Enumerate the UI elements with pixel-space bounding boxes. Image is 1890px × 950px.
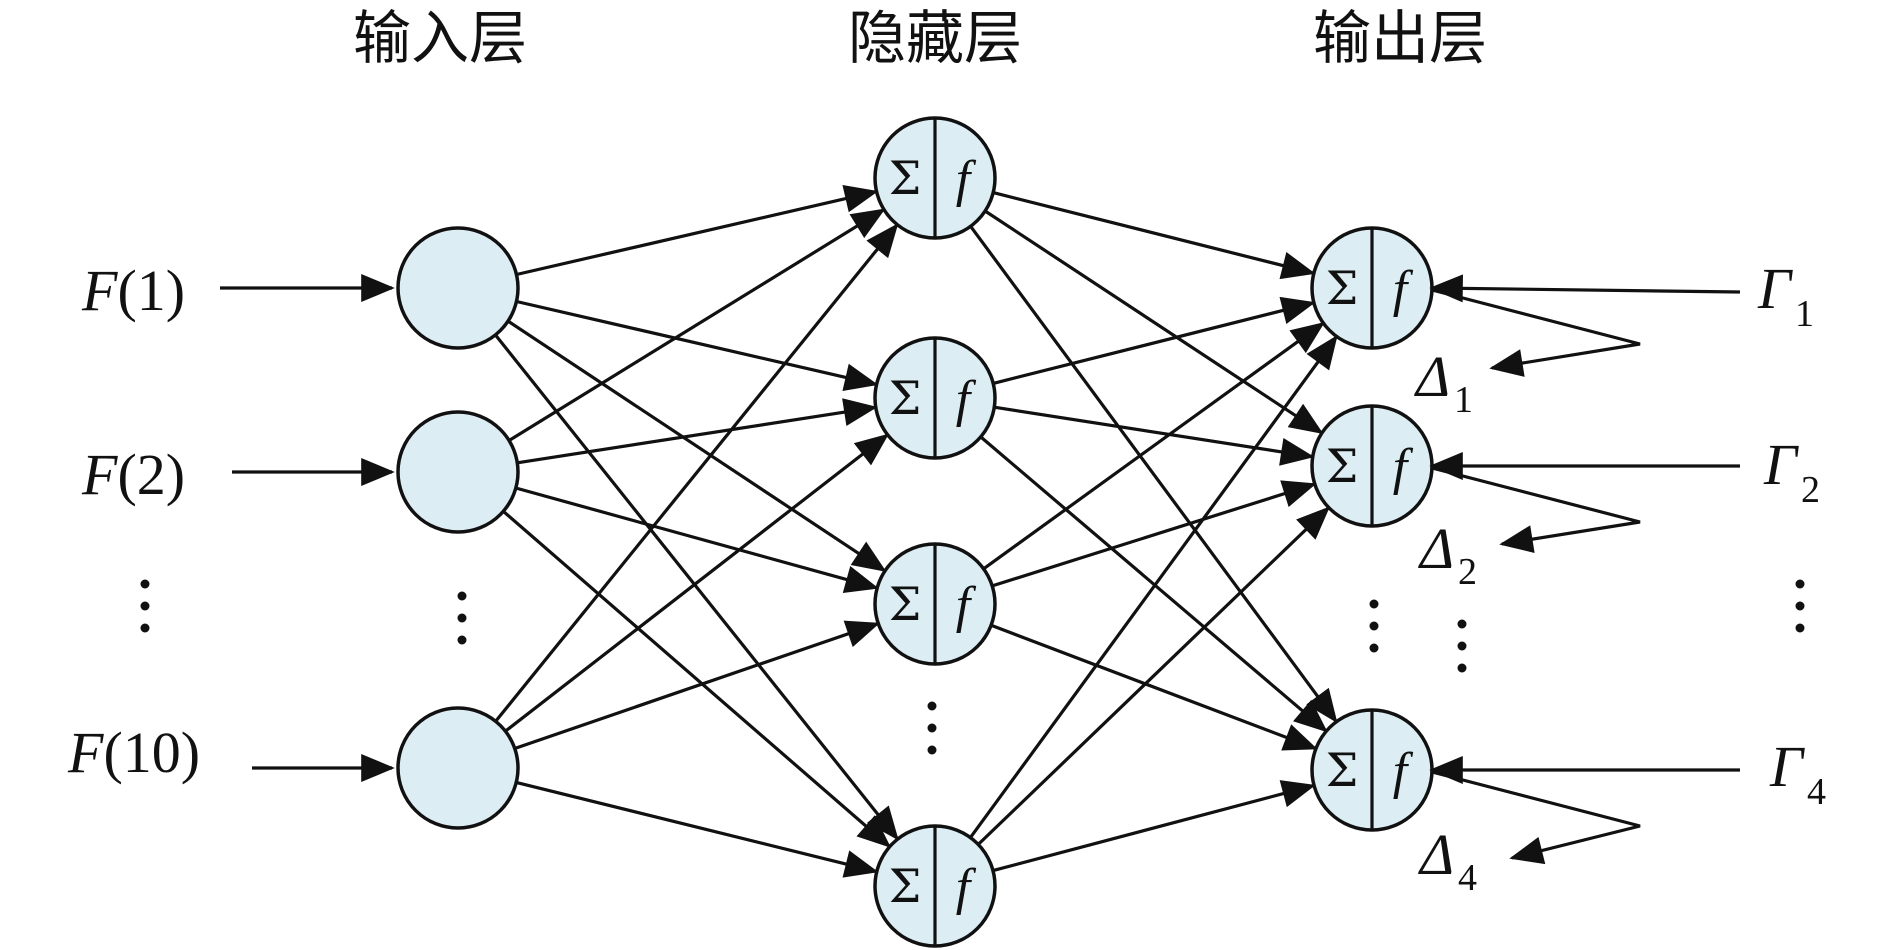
- edge-hidden-4-output-3: [992, 780, 1316, 873]
- edge-hidden-2-output-3: [979, 435, 1328, 733]
- edge-hidden-3-output-1: [982, 322, 1325, 571]
- hidden-layer-title: 隐藏层: [848, 4, 1022, 72]
- input-node-2: [396, 410, 520, 534]
- input-label-1: F(1): [81, 258, 185, 323]
- ellipsis-group: [140, 579, 1805, 755]
- edge-input-3-hidden-3: [514, 620, 880, 751]
- edge-input-3-hidden-4: [515, 780, 879, 878]
- edge-hidden-3-output-2: [991, 480, 1317, 588]
- input-label-3: F(10): [67, 720, 200, 785]
- input-labels: F(1) F(2) F(10): [67, 258, 200, 785]
- edge-input-2-hidden-2: [517, 398, 878, 465]
- edge-input-1-hidden-1: [516, 184, 879, 277]
- output-node-2-sum-symbol: Σ: [1326, 439, 1359, 493]
- edge-hidden-1-output-2: [984, 209, 1324, 434]
- target-arrow-1: [1429, 274, 1741, 303]
- ellipsis-hidden-nodes: [927, 701, 937, 755]
- input-node-1: [396, 226, 520, 350]
- edge-input-2-hidden-3: [515, 486, 879, 593]
- edge-input-1-hidden-3: [507, 319, 887, 572]
- connections: [494, 184, 1338, 878]
- hidden-node-3-sum-symbol: Σ: [889, 577, 922, 631]
- input-nodes: [396, 226, 520, 830]
- hidden-node-4-sum-symbol: Σ: [889, 859, 922, 913]
- error-arrow-1: [1431, 288, 1641, 377]
- error-arrow-2: [1431, 466, 1641, 553]
- edge-hidden-3-output-3: [990, 623, 1318, 751]
- edge-input-3-hidden-1: [494, 223, 899, 723]
- edge-input-2-hidden-4: [502, 510, 892, 848]
- input-label-2: F(2): [81, 442, 185, 507]
- edge-input-1-hidden-4: [494, 333, 899, 841]
- ellipsis-output-nodes: [1369, 599, 1379, 653]
- edge-hidden-4-output-2: [977, 506, 1331, 846]
- edge-hidden-1-output-3: [969, 225, 1338, 724]
- ellipsis-targets: [1795, 579, 1805, 633]
- input-node-3: [396, 706, 520, 830]
- output-layer-title: 输出层: [1313, 4, 1487, 72]
- error-arrows: [1431, 288, 1641, 865]
- ellipsis-inputs: [140, 579, 150, 633]
- ellipsis-errors: [1457, 619, 1467, 673]
- edge-hidden-2-output-1: [992, 296, 1316, 385]
- output-node-3-sum-symbol: Σ: [1326, 743, 1359, 797]
- edge-input-3-hidden-2: [504, 433, 890, 733]
- edge-hidden-1-output-1: [992, 191, 1316, 280]
- edge-hidden-4-output-1: [969, 335, 1338, 839]
- edge-input-2-hidden-1: [508, 208, 886, 442]
- target-arrows: [1429, 274, 1741, 784]
- error-arrow-4: [1431, 770, 1641, 865]
- ellipsis-input-nodes: [457, 591, 467, 645]
- hidden-node-1-sum-symbol: Σ: [889, 151, 922, 205]
- input-arrows: [220, 274, 395, 782]
- edge-input-1-hidden-2: [516, 299, 879, 392]
- hidden-node-2-sum-symbol: Σ: [889, 371, 922, 425]
- edge-hidden-2-output-2: [994, 405, 1315, 466]
- input-layer-title: 输入层: [353, 4, 527, 72]
- output-node-1-sum-symbol: Σ: [1326, 261, 1359, 315]
